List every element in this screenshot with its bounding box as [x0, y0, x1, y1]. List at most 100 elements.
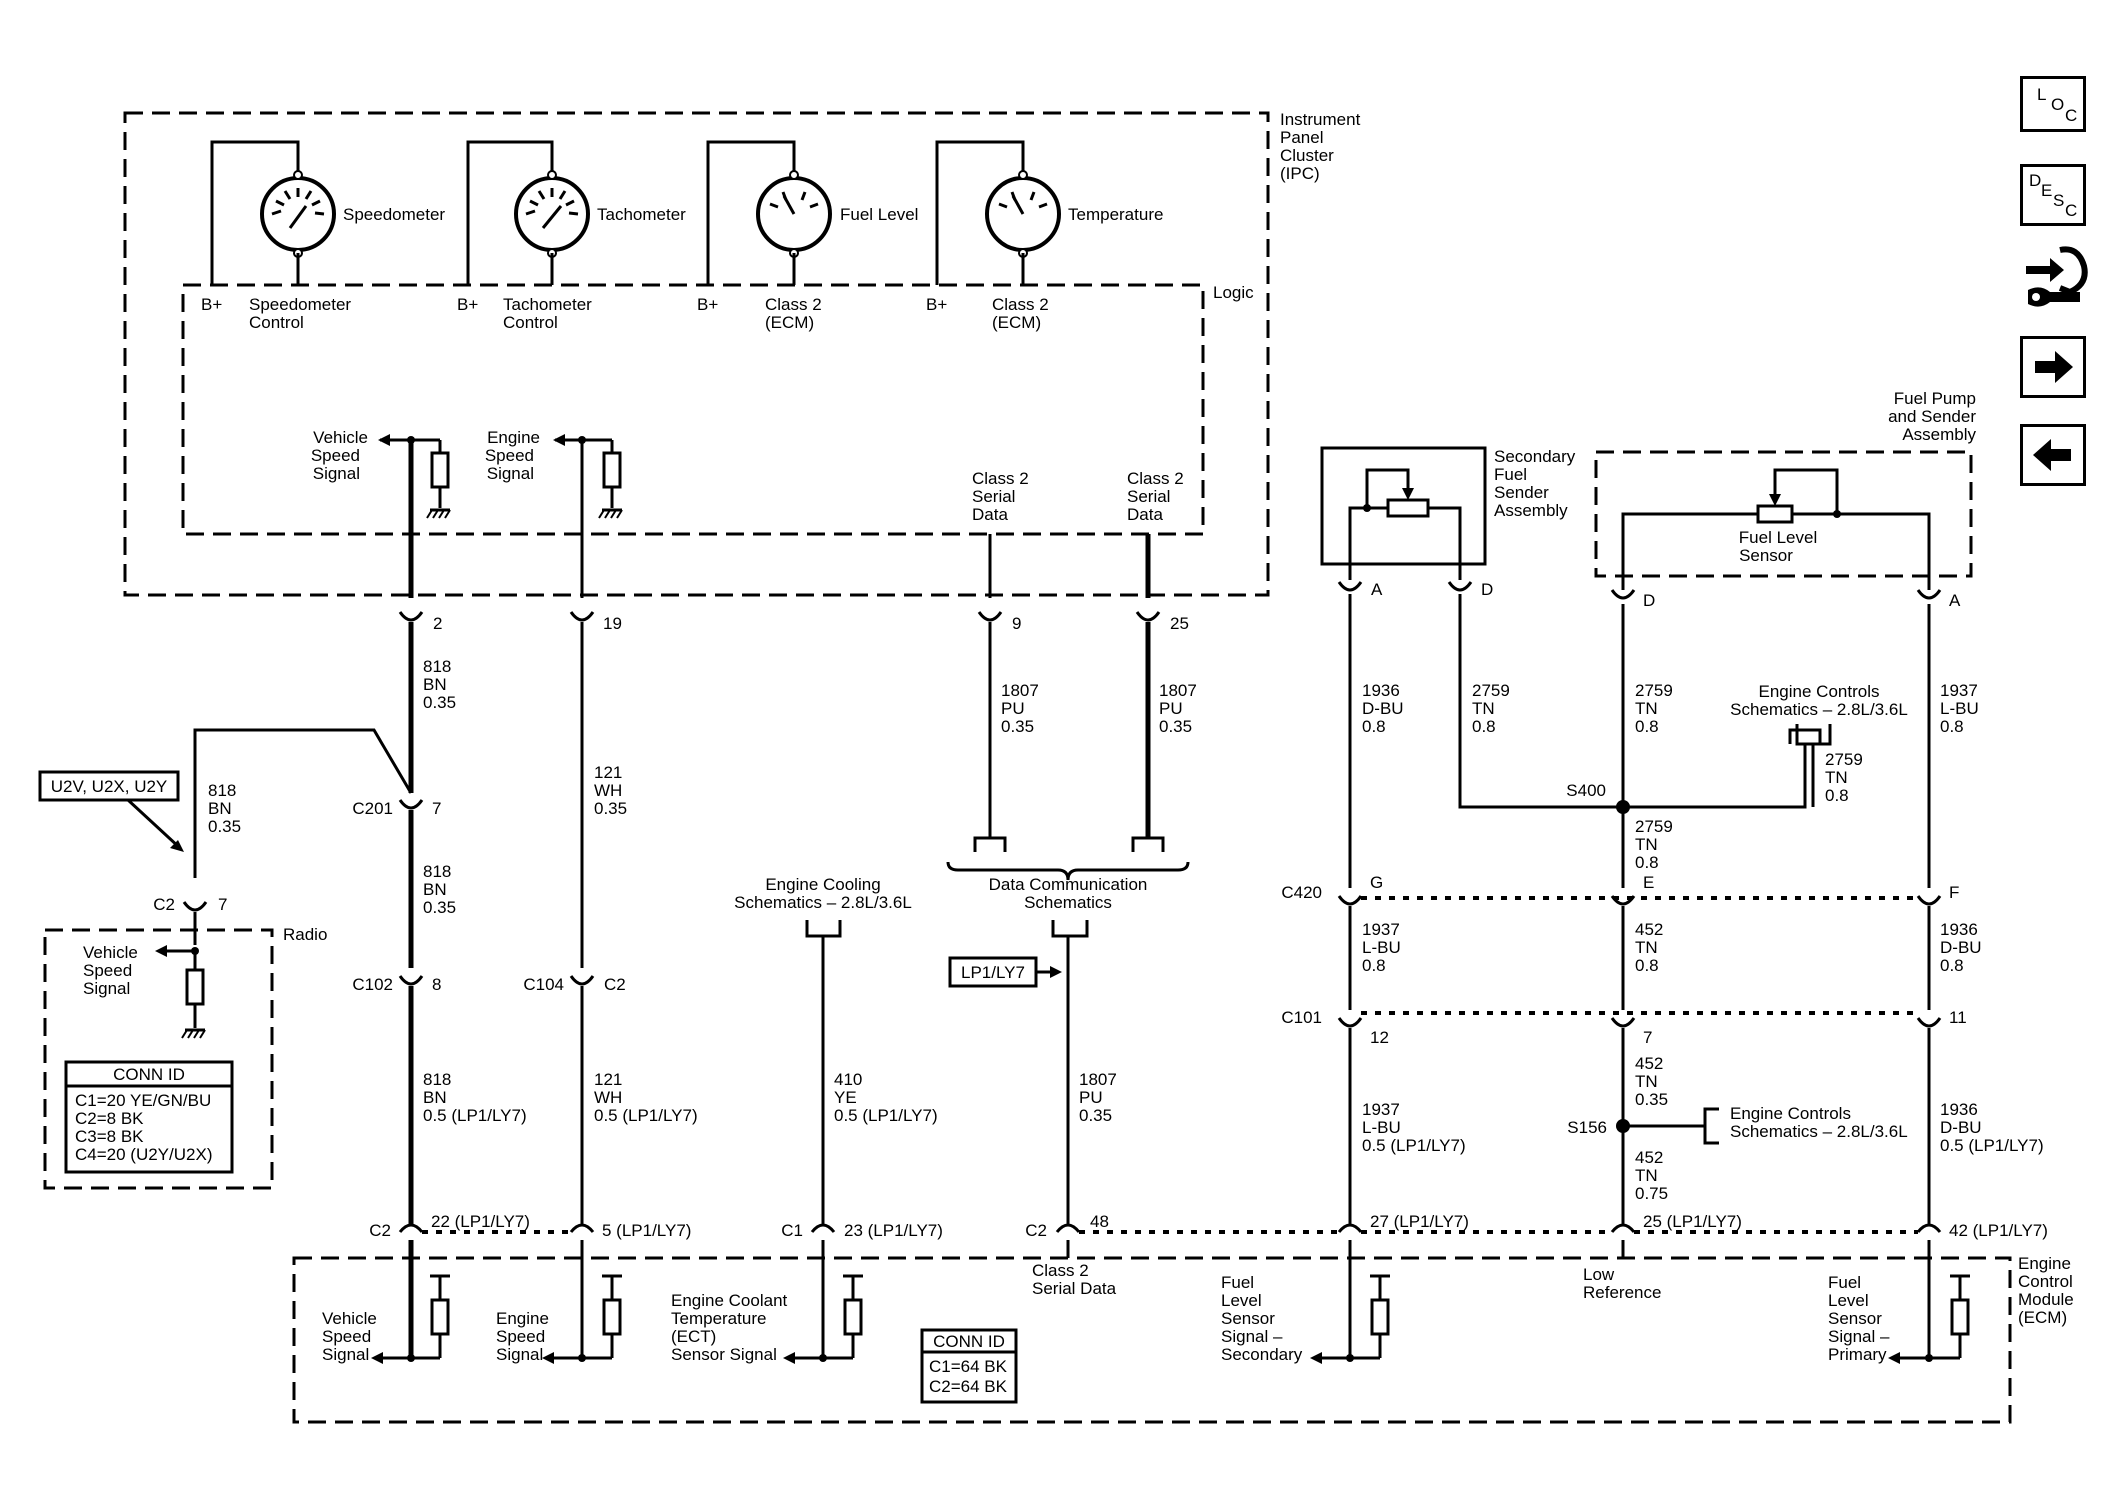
svg-text:5 (LP1/LY7): 5 (LP1/LY7) — [602, 1221, 691, 1240]
engine-controls-schematics-ref-1: Engine Controls Schematics – 2.8L/3.6L — [1730, 682, 1908, 719]
svg-text:0.8: 0.8 — [1362, 717, 1386, 736]
svg-text:Assembly: Assembly — [1494, 501, 1568, 520]
ecm-fls-primary-label: Fuel Level Sensor Signal – Primary — [1828, 1273, 1890, 1364]
c102-connector — [398, 975, 424, 986]
loc-letter-l: L — [2037, 85, 2047, 104]
svg-text:Speed: Speed — [322, 1327, 371, 1346]
svg-text:1807: 1807 — [1001, 681, 1039, 700]
svg-text:PU: PU — [1079, 1088, 1103, 1107]
svg-text:D: D — [1643, 591, 1655, 610]
engine-controls-schematics-ref-2: Engine Controls Schematics – 2.8L/3.6L — [1730, 1104, 1908, 1141]
svg-text:Vehicle: Vehicle — [322, 1309, 377, 1328]
svg-text:TN: TN — [1635, 835, 1658, 854]
svg-text:Class 2: Class 2 — [1032, 1261, 1089, 1280]
svg-text:L-BU: L-BU — [1362, 1118, 1401, 1137]
svg-text:Panel: Panel — [1280, 128, 1323, 147]
svg-text:Sensor Signal: Sensor Signal — [671, 1345, 777, 1364]
svg-text:BN: BN — [423, 880, 447, 899]
wire-121-labels: 121 WH 0.35 121 WH 0.5 (LP1/LY7) — [594, 763, 698, 1125]
svg-text:121: 121 — [594, 763, 622, 782]
ecm-ess-circuit — [542, 1240, 622, 1364]
ecm-vss-label: Vehicle Speed Signal — [322, 1309, 377, 1364]
svg-text:1937: 1937 — [1362, 920, 1400, 939]
c420-pin-e: E — [1643, 873, 1654, 892]
previous-page-button[interactable] — [2020, 424, 2086, 486]
svg-text:0.8: 0.8 — [1825, 786, 1849, 805]
temperature-label: Temperature — [1068, 205, 1163, 224]
svg-text:Data Communication: Data Communication — [989, 875, 1148, 894]
svg-text:0.8: 0.8 — [1362, 956, 1386, 975]
u2-option-arrow-icon — [170, 840, 184, 852]
wire-1807-labels: 1807 PU 0.35 1807 PU 0.35 1807 PU 0.35 — [1001, 681, 1197, 1125]
fuel-level-sensor-rheostat-icon — [1621, 468, 1931, 590]
svg-text:CONN ID: CONN ID — [933, 1332, 1005, 1351]
svg-text:D-BU: D-BU — [1940, 938, 1982, 957]
temperature-gauge-icon — [935, 140, 1061, 285]
location-button[interactable]: L O C — [2020, 76, 2086, 132]
svg-text:Sensor: Sensor — [1828, 1309, 1882, 1328]
description-button[interactable]: D E S C — [2020, 164, 2086, 226]
svg-text:23 (LP1/LY7): 23 (LP1/LY7) — [844, 1221, 943, 1240]
svg-text:CONN ID: CONN ID — [113, 1065, 185, 1084]
data-comm-schematics-ref: Data Communication Schematics — [989, 875, 1148, 912]
c201-label: C201 — [352, 799, 393, 818]
svg-text:Temperature: Temperature — [671, 1309, 766, 1328]
svg-text:TN: TN — [1825, 768, 1848, 787]
svg-text:C2: C2 — [369, 1221, 391, 1240]
radio-c2-connector — [182, 901, 208, 912]
svg-text:TN: TN — [1635, 938, 1658, 957]
svg-text:Reference: Reference — [1583, 1283, 1661, 1302]
desc-letter-d: D — [2029, 171, 2042, 190]
svg-text:Signal: Signal — [487, 464, 534, 483]
svg-text:818: 818 — [423, 862, 451, 881]
svg-text:1936: 1936 — [1940, 1100, 1978, 1119]
secondary-sender-rheostat-icon — [1348, 468, 1462, 580]
secondary-fuel-sender-label: Secondary Fuel Sender Assembly — [1494, 447, 1576, 520]
svg-text:25 (LP1/LY7): 25 (LP1/LY7) — [1643, 1212, 1742, 1231]
ecm-low-reference-label: Low Reference — [1583, 1265, 1661, 1302]
svg-text:TN: TN — [1635, 1072, 1658, 1091]
svg-text:0.35: 0.35 — [1001, 717, 1034, 736]
fuel-level-gauge-icon — [706, 140, 832, 285]
ecm-title: Engine Control Module (ECM) — [2018, 1254, 2074, 1327]
svg-text:Fuel Level: Fuel Level — [1739, 528, 1817, 547]
svg-text:Module: Module — [2018, 1290, 2074, 1309]
connector-end-view-icon[interactable] — [2020, 244, 2090, 316]
svg-text:0.35: 0.35 — [594, 799, 627, 818]
svg-text:Data: Data — [1127, 505, 1163, 524]
svg-text:19: 19 — [603, 614, 622, 633]
svg-text:B+: B+ — [201, 295, 222, 314]
svg-text:TN: TN — [1635, 699, 1658, 718]
svg-text:Sensor: Sensor — [1739, 546, 1793, 565]
svg-text:Speed: Speed — [83, 961, 132, 980]
svg-text:0.35: 0.35 — [208, 817, 241, 836]
svg-text:Class 2: Class 2 — [972, 469, 1029, 488]
svg-text:Signal: Signal — [313, 464, 360, 483]
svg-text:0.5 (LP1/LY7): 0.5 (LP1/LY7) — [834, 1106, 938, 1125]
ecm-ess-label: Engine Speed Signal — [496, 1309, 549, 1364]
c201-connector — [398, 799, 424, 810]
svg-text:and Sender: and Sender — [1888, 407, 1976, 426]
svg-text:D: D — [1481, 580, 1493, 599]
svg-text:0.8: 0.8 — [1635, 853, 1659, 872]
wire-410-labels: 410 YE 0.5 (LP1/LY7) — [834, 1070, 938, 1125]
svg-text:Vehicle: Vehicle — [83, 943, 138, 962]
u2-option-tag — [38, 770, 180, 802]
ecm-conn-id-table: CONN ID C1=64 BK C2=64 BK — [920, 1328, 1018, 1404]
speedometer-label: Speedometer — [343, 205, 445, 224]
ipc-logic-boundary — [181, 283, 1205, 536]
svg-text:25: 25 — [1170, 614, 1189, 633]
svg-text:Signal: Signal — [322, 1345, 369, 1364]
next-page-button[interactable] — [2020, 336, 2086, 398]
svg-text:0.8: 0.8 — [1940, 956, 1964, 975]
ipc-connector-pins: 2 19 9 25 — [398, 611, 1189, 633]
svg-text:0.8: 0.8 — [1472, 717, 1496, 736]
ecm-ect-label: Engine Coolant Temperature (ECT) Sensor … — [671, 1291, 788, 1364]
svg-text:0.5 (LP1/LY7): 0.5 (LP1/LY7) — [423, 1106, 527, 1125]
fuel-level-label: Fuel Level — [840, 205, 918, 224]
desc-letter-s: S — [2053, 191, 2065, 210]
ecm-vss-circuit — [371, 1240, 450, 1364]
svg-text:Serial Data: Serial Data — [1032, 1279, 1117, 1298]
loc-letter-c: C — [2065, 106, 2078, 125]
svg-text:2759: 2759 — [1635, 817, 1673, 836]
